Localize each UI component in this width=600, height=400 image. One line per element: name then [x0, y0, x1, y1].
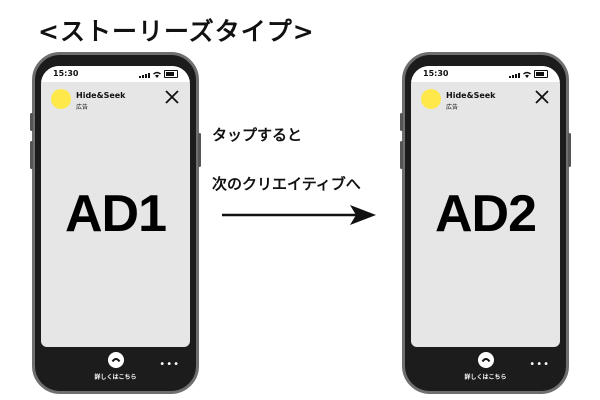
side-button	[400, 141, 403, 169]
page-title: <ストーリーズタイプ>	[38, 17, 315, 46]
chevron-up-icon	[481, 358, 490, 363]
status-bar: 15:30	[41, 66, 190, 82]
brand-name[interactable]: Hide&Seek	[76, 91, 126, 100]
side-button	[198, 133, 201, 167]
wifi-icon	[523, 71, 531, 78]
sponsored-label: 広告	[76, 104, 89, 111]
story-cta-bar: 詳しくはこちら •••	[35, 347, 196, 391]
more-options-icon[interactable]: •••	[159, 359, 180, 370]
close-icon[interactable]	[532, 87, 552, 107]
ad-creative-text: AD1	[64, 185, 167, 243]
phone-mockup-ad1: 15:30 Hide&Seek 広告 AD1 詳しくはこちら ••	[30, 52, 201, 394]
transition-caption-line2: 次のクリエイティブへ	[212, 175, 361, 193]
side-button	[400, 113, 403, 131]
status-time: 15:30	[53, 69, 79, 78]
cta-link[interactable]: 詳しくはこちら	[94, 374, 137, 381]
swipe-up-icon[interactable]	[107, 352, 124, 368]
battery-icon	[164, 70, 178, 78]
cta-link[interactable]: 詳しくはこちら	[464, 374, 507, 381]
sponsored-label: 広告	[446, 104, 459, 111]
chevron-up-icon	[111, 358, 120, 363]
side-button	[30, 141, 33, 169]
ad-creative-text: AD2	[434, 185, 537, 243]
avatar[interactable]	[51, 89, 71, 109]
signal-icon	[139, 73, 150, 78]
more-options-icon[interactable]: •••	[529, 359, 550, 370]
story-cta-bar: 詳しくはこちら •••	[405, 347, 566, 391]
story-screen[interactable]: 15:30 Hide&Seek 広告 AD1	[41, 66, 190, 347]
swipe-up-icon[interactable]	[477, 352, 494, 368]
side-button	[30, 113, 33, 131]
close-icon[interactable]	[162, 87, 182, 107]
status-bar: 15:30	[411, 66, 560, 82]
brand-name[interactable]: Hide&Seek	[446, 91, 496, 100]
battery-icon	[534, 70, 548, 78]
phone-mockup-ad2: 15:30 Hide&Seek 広告 AD2 詳しくはこちら ••	[400, 52, 571, 394]
side-button	[568, 133, 571, 167]
status-time: 15:30	[423, 69, 449, 78]
signal-icon	[509, 73, 520, 78]
right-arrow-icon	[222, 205, 376, 225]
story-screen[interactable]: 15:30 Hide&Seek 広告 AD2	[411, 66, 560, 347]
transition-caption-line1: タップすると	[212, 126, 303, 144]
avatar[interactable]	[421, 89, 441, 109]
wifi-icon	[153, 71, 161, 78]
